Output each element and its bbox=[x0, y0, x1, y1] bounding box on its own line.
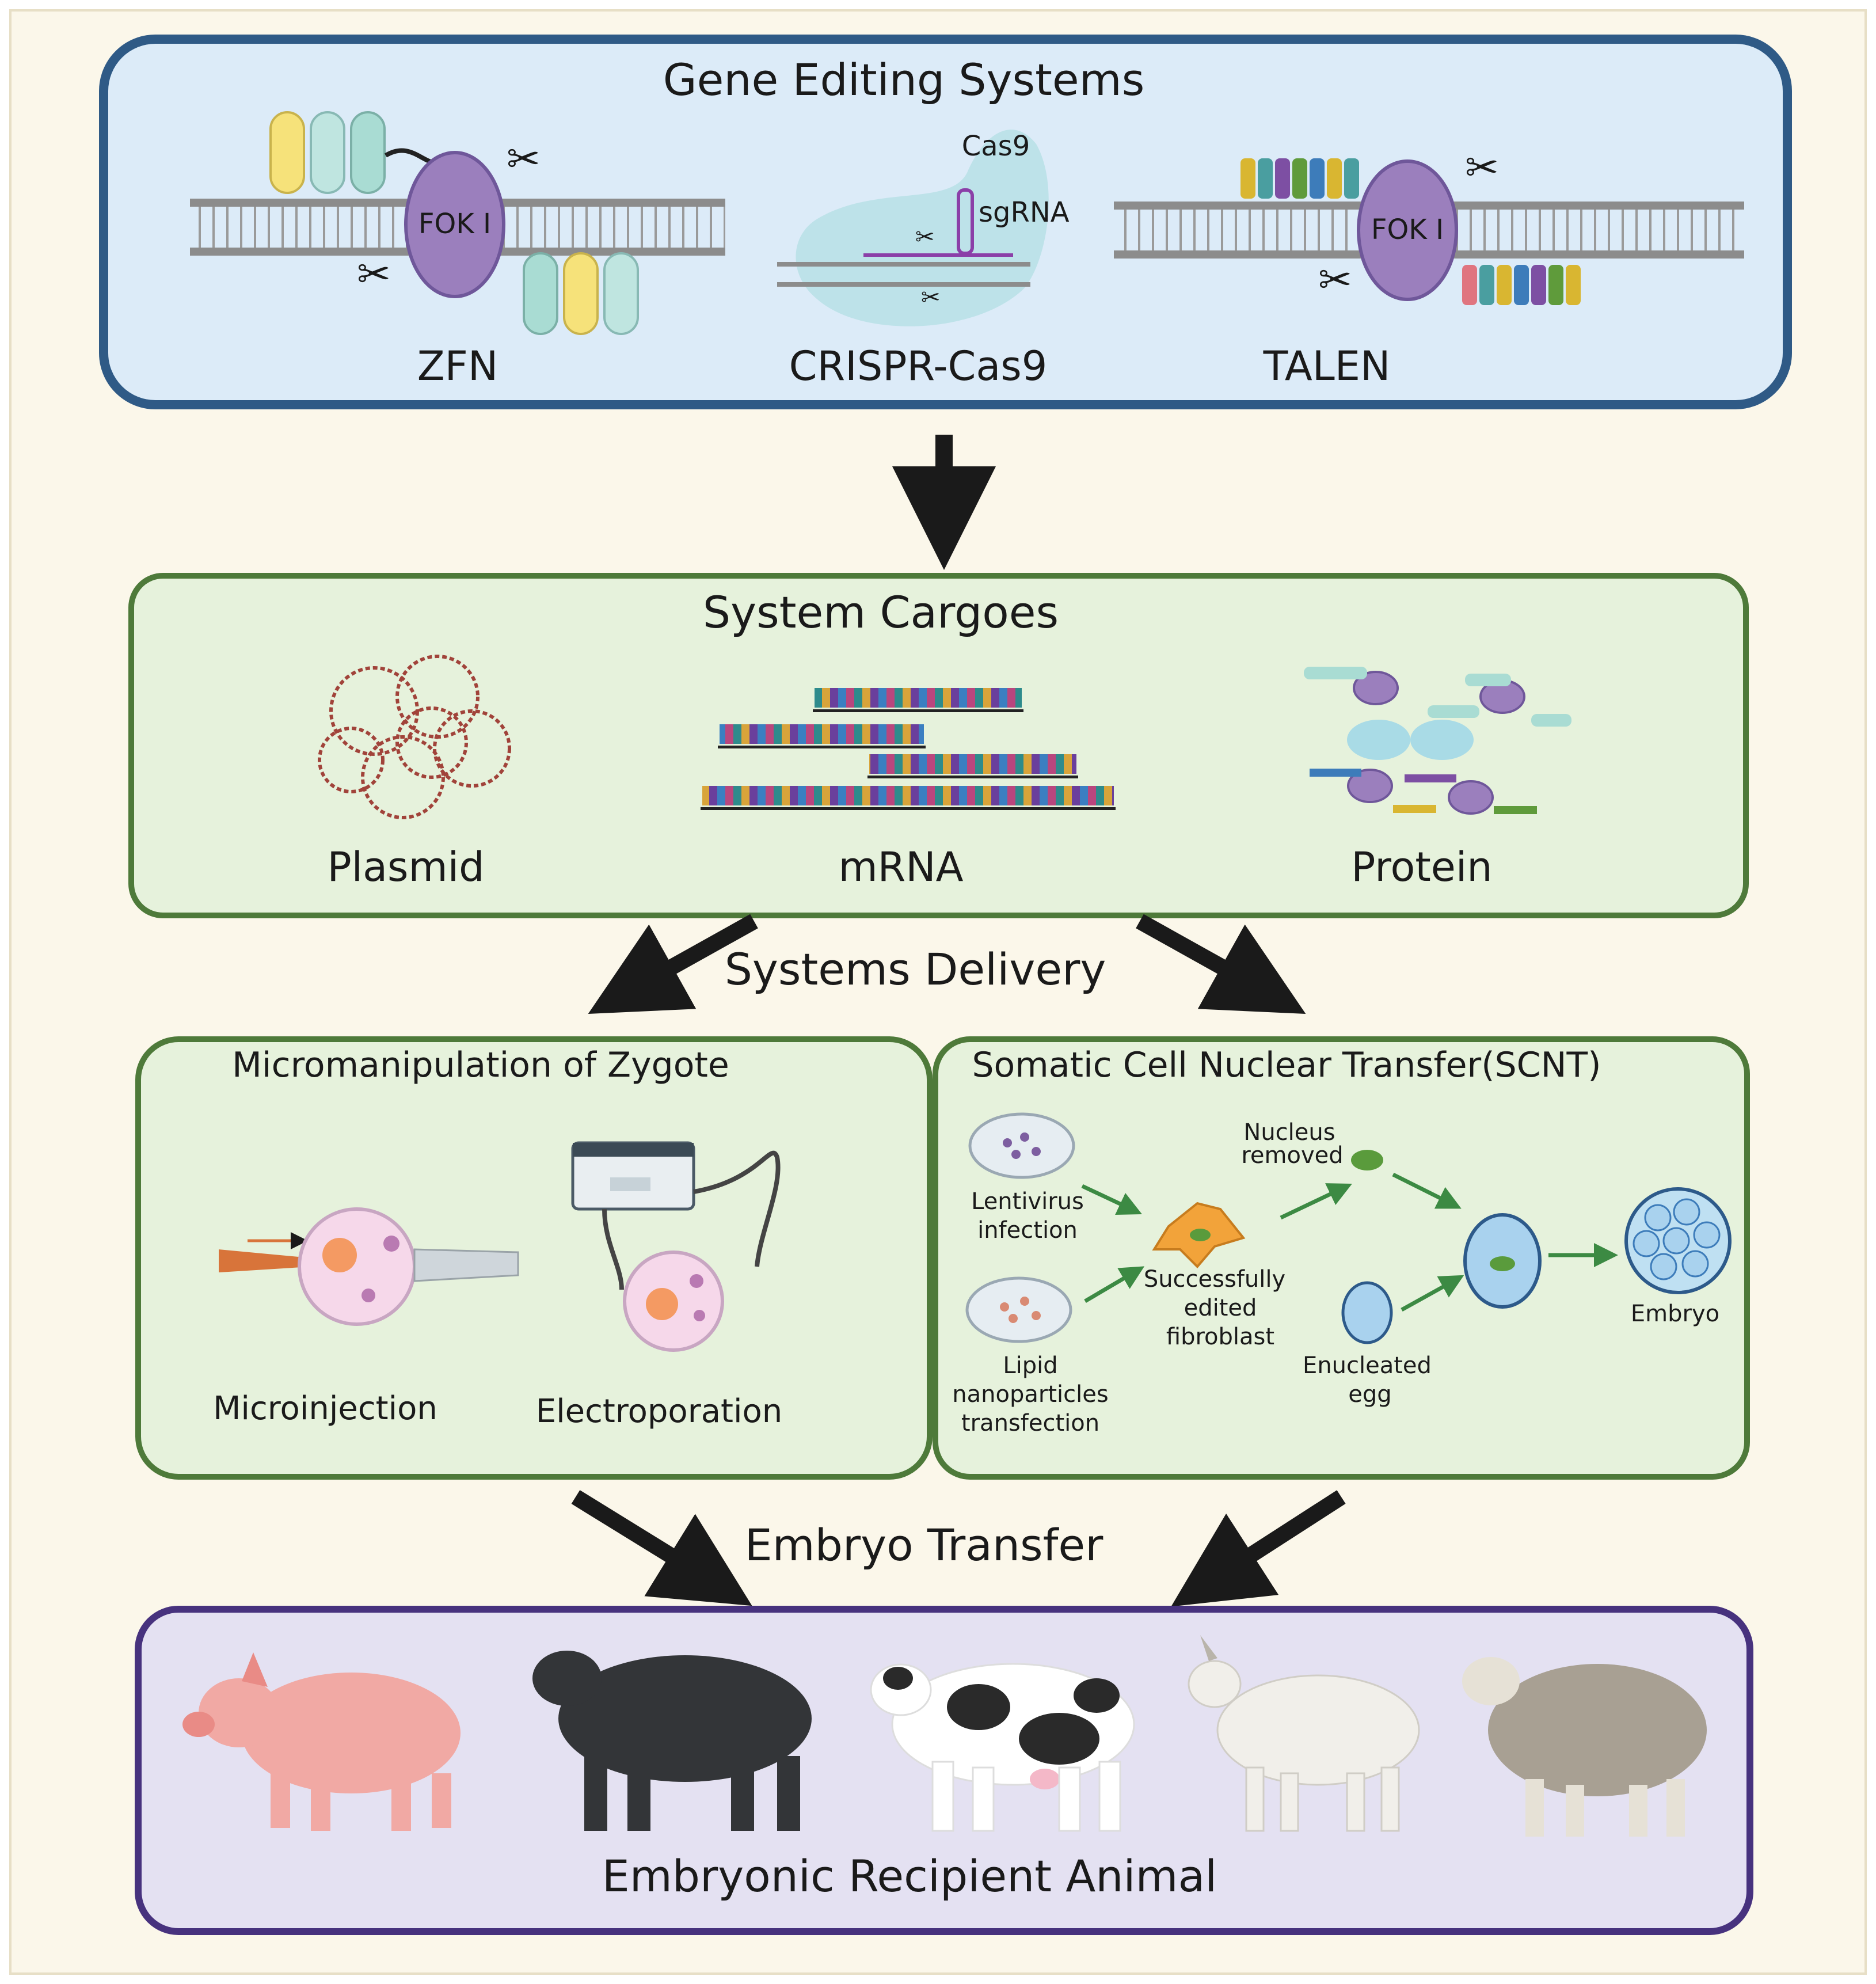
microinjection-label: Microinjection bbox=[213, 1390, 437, 1427]
micromanipulation-title: Micromanipulation of Zygote bbox=[232, 1045, 729, 1085]
plasmid-label: Plasmid bbox=[327, 843, 484, 891]
tale-repeats-top bbox=[1240, 158, 1359, 199]
sgrna-label: sgRNA bbox=[979, 196, 1070, 229]
sheep-icon bbox=[1462, 1657, 1707, 1837]
lipid-label: nanoparticles bbox=[952, 1381, 1108, 1408]
lentivirus-label: Lentivirus bbox=[971, 1188, 1084, 1215]
zfn-graphic: FOK I ✂ ✂ bbox=[190, 111, 725, 335]
electroporation-graphic bbox=[571, 1141, 781, 1352]
scissors-icon: ✂ bbox=[1465, 144, 1499, 191]
fok1-label: FOK I bbox=[1371, 214, 1444, 246]
arrow-transfer-left bbox=[571, 1490, 752, 1606]
fused-cell-icon bbox=[1463, 1213, 1542, 1309]
recipient-panel: Embryonic Recipient Animal bbox=[135, 1606, 1753, 1935]
cas9-protein bbox=[796, 130, 1049, 326]
arrow-transfer-right bbox=[1171, 1490, 1346, 1607]
green-arrow bbox=[1084, 1266, 1145, 1303]
arrow-delivery-right bbox=[1136, 914, 1306, 1014]
enucleated-egg-icon bbox=[1341, 1281, 1393, 1344]
holstein-cow-icon bbox=[870, 1663, 1135, 1832]
recipient-title: Embryonic Recipient Animal bbox=[602, 1850, 1217, 1902]
goat-icon bbox=[1188, 1635, 1420, 1832]
zinc-finger-teal bbox=[603, 252, 639, 335]
nucleus-icon bbox=[1351, 1150, 1383, 1170]
scissors-icon: ✂ bbox=[921, 284, 941, 311]
micromanipulation-box bbox=[135, 1036, 933, 1480]
green-arrow bbox=[1081, 1184, 1143, 1215]
mrna-icon bbox=[701, 688, 1116, 810]
fibroblast-icon bbox=[1152, 1202, 1246, 1268]
zinc-finger-teal bbox=[523, 252, 558, 335]
fok1-label: FOK I bbox=[418, 208, 491, 240]
nucleus-label: Nucleus bbox=[1243, 1119, 1335, 1146]
egg-label: egg bbox=[1348, 1381, 1391, 1408]
egg-label: Enucleated bbox=[1303, 1352, 1432, 1379]
scnt-box bbox=[933, 1036, 1750, 1480]
fibroblast-label: Successfully bbox=[1144, 1266, 1285, 1293]
fok1-nuclease bbox=[404, 151, 505, 298]
protein-label: Protein bbox=[1351, 843, 1492, 891]
black-cow-icon bbox=[532, 1651, 812, 1831]
green-arrow bbox=[1392, 1172, 1462, 1209]
sgrna-hairpin bbox=[957, 188, 974, 255]
scissors-icon: ✂ bbox=[357, 250, 391, 298]
lipid-label: Lipid bbox=[1003, 1352, 1057, 1379]
lentivirus-label: infection bbox=[977, 1217, 1078, 1244]
zinc-finger-yellow bbox=[269, 111, 305, 194]
cargoes-box bbox=[128, 573, 1749, 918]
gene-editing-title: Gene Editing Systems bbox=[663, 54, 1145, 105]
plasmid-icon bbox=[318, 655, 511, 819]
petri-dish-icon bbox=[968, 1112, 1075, 1179]
transfer-title: Embryo Transfer bbox=[745, 1519, 1104, 1571]
scissors-icon: ✂ bbox=[915, 224, 935, 250]
zfn-label: ZFN bbox=[417, 343, 499, 390]
zinc-finger-teal bbox=[310, 111, 345, 194]
scissors-icon: ✂ bbox=[507, 135, 541, 183]
petri-dish-icon bbox=[965, 1276, 1072, 1343]
tale-repeats-bottom bbox=[1462, 265, 1581, 305]
fibroblast-label: fibroblast bbox=[1166, 1324, 1274, 1350]
talen-label: TALEN bbox=[1263, 343, 1391, 390]
nucleus-label: removed bbox=[1241, 1142, 1343, 1169]
fibroblast-label: edited bbox=[1184, 1295, 1257, 1321]
protein-icon bbox=[1304, 667, 1571, 815]
crispr-label: CRISPR-Cas9 bbox=[789, 343, 1048, 390]
zinc-finger-yellow bbox=[563, 252, 599, 335]
green-arrow bbox=[1280, 1183, 1352, 1220]
crispr-graphic: Cas9 sgRNA ✂ ✂ bbox=[777, 130, 1070, 326]
fok1-nuclease bbox=[1357, 159, 1458, 301]
scnt-title: Somatic Cell Nuclear Transfer(SCNT) bbox=[972, 1045, 1601, 1085]
cargoes-title: System Cargoes bbox=[703, 587, 1059, 638]
talen-graphic: FOK I ✂ ✂ bbox=[1114, 144, 1744, 305]
pig-icon bbox=[182, 1652, 461, 1831]
scnt-panel: Somatic Cell Nuclear Transfer(SCNT) Lent… bbox=[933, 1036, 1750, 1480]
embryo-label: Embryo bbox=[1631, 1301, 1719, 1327]
electroporation-label: Electroporation bbox=[536, 1393, 783, 1430]
dna-strand bbox=[777, 282, 1030, 287]
cas9-label: Cas9 bbox=[962, 130, 1030, 162]
micromanipulation-panel: Micromanipulation of Zygote Microinjecti… bbox=[135, 1036, 933, 1480]
green-arrow bbox=[1401, 1275, 1464, 1312]
scissors-icon: ✂ bbox=[1318, 256, 1352, 303]
embryo-icon bbox=[1624, 1187, 1732, 1294]
zinc-finger-teal bbox=[350, 111, 386, 194]
cargoes-panel: System Cargoes Plasmid mRNA bbox=[128, 573, 1749, 918]
dna-strand bbox=[777, 262, 1030, 267]
arrow-delivery-left bbox=[588, 914, 758, 1014]
mrna-label: mRNA bbox=[838, 843, 963, 891]
gene-editing-panel: Gene Editing Systems FOK I ✂ ✂ ZFN bbox=[99, 35, 1792, 409]
microinjection-graphic bbox=[219, 1207, 519, 1326]
delivery-title: Systems Delivery bbox=[725, 944, 1106, 995]
sgrna-strand bbox=[863, 253, 1013, 257]
lipid-label: transfection bbox=[961, 1410, 1099, 1436]
